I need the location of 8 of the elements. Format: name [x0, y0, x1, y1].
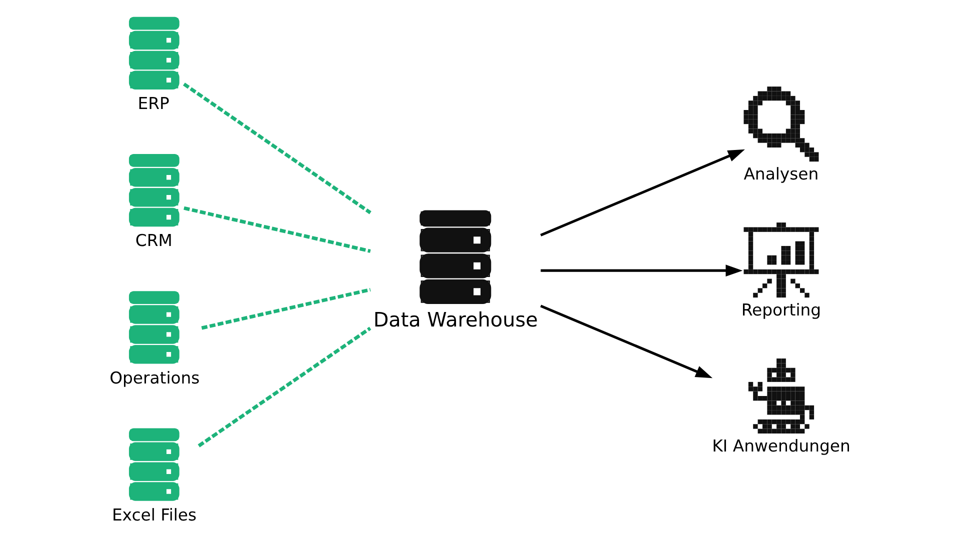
node-label: CRM	[135, 231, 172, 250]
node-label: Data Warehouse	[373, 308, 538, 332]
node-label: Operations	[110, 368, 200, 388]
node-label: Analysen	[744, 164, 819, 184]
node-label: ERP	[138, 94, 170, 114]
node-label: KI Anwendungen	[712, 436, 850, 456]
node-label: Excel Files	[112, 505, 197, 524]
node-label: Reporting	[741, 300, 822, 320]
